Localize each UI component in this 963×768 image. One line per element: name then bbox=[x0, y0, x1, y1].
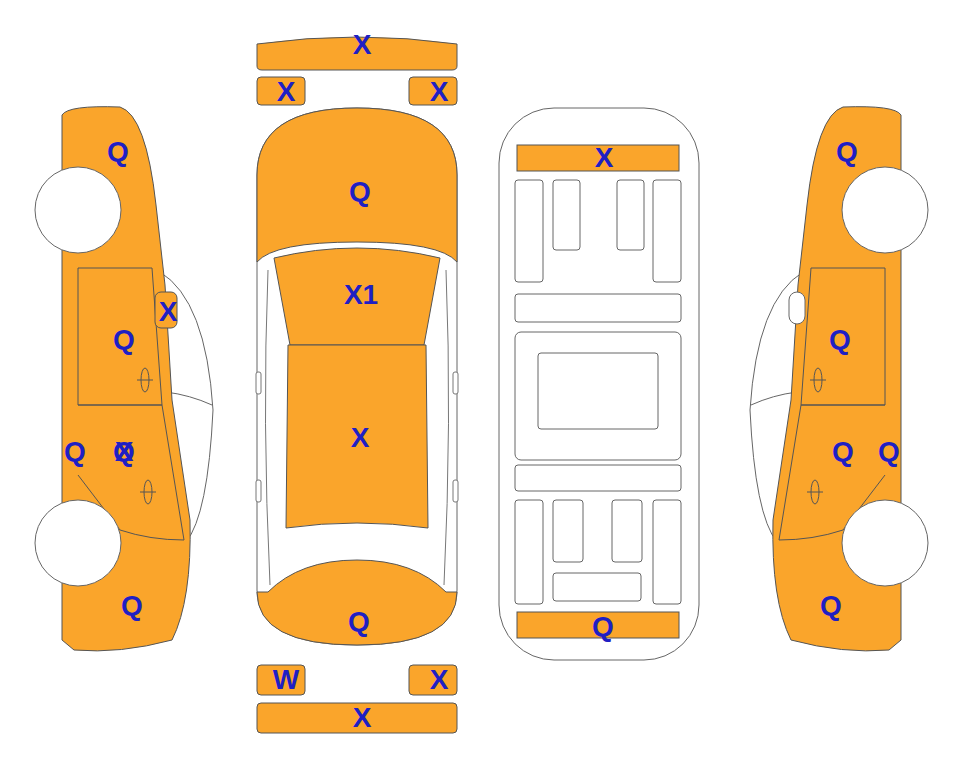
damage-code: Q bbox=[878, 438, 900, 466]
damage-code: X bbox=[115, 438, 134, 466]
damage-code: Q bbox=[121, 592, 143, 620]
damage-code: Q bbox=[836, 138, 858, 166]
left-side-view bbox=[35, 107, 213, 651]
damage-code: Q bbox=[107, 138, 129, 166]
damage-code: X bbox=[277, 78, 296, 106]
left-mirror bbox=[155, 292, 177, 328]
damage-code: X bbox=[353, 31, 372, 59]
damage-code: Q bbox=[829, 326, 851, 354]
damage-code: Q bbox=[592, 613, 614, 641]
damage-code: X1 bbox=[344, 281, 378, 309]
damage-code: Q bbox=[113, 326, 135, 354]
damage-code: Q bbox=[832, 438, 854, 466]
damage-code: Q bbox=[64, 438, 86, 466]
damage-code: X bbox=[430, 666, 449, 694]
right-side-view bbox=[750, 107, 928, 651]
damage-code: W bbox=[273, 666, 299, 694]
damage-code: Q bbox=[348, 608, 370, 636]
damage-code: Q bbox=[820, 592, 842, 620]
damage-code: Q bbox=[349, 178, 371, 206]
damage-code: X bbox=[351, 424, 370, 452]
damage-code: X bbox=[430, 78, 449, 106]
damage-code: X bbox=[595, 144, 614, 172]
damage-code: X bbox=[353, 704, 372, 732]
damage-code: X bbox=[159, 298, 178, 326]
